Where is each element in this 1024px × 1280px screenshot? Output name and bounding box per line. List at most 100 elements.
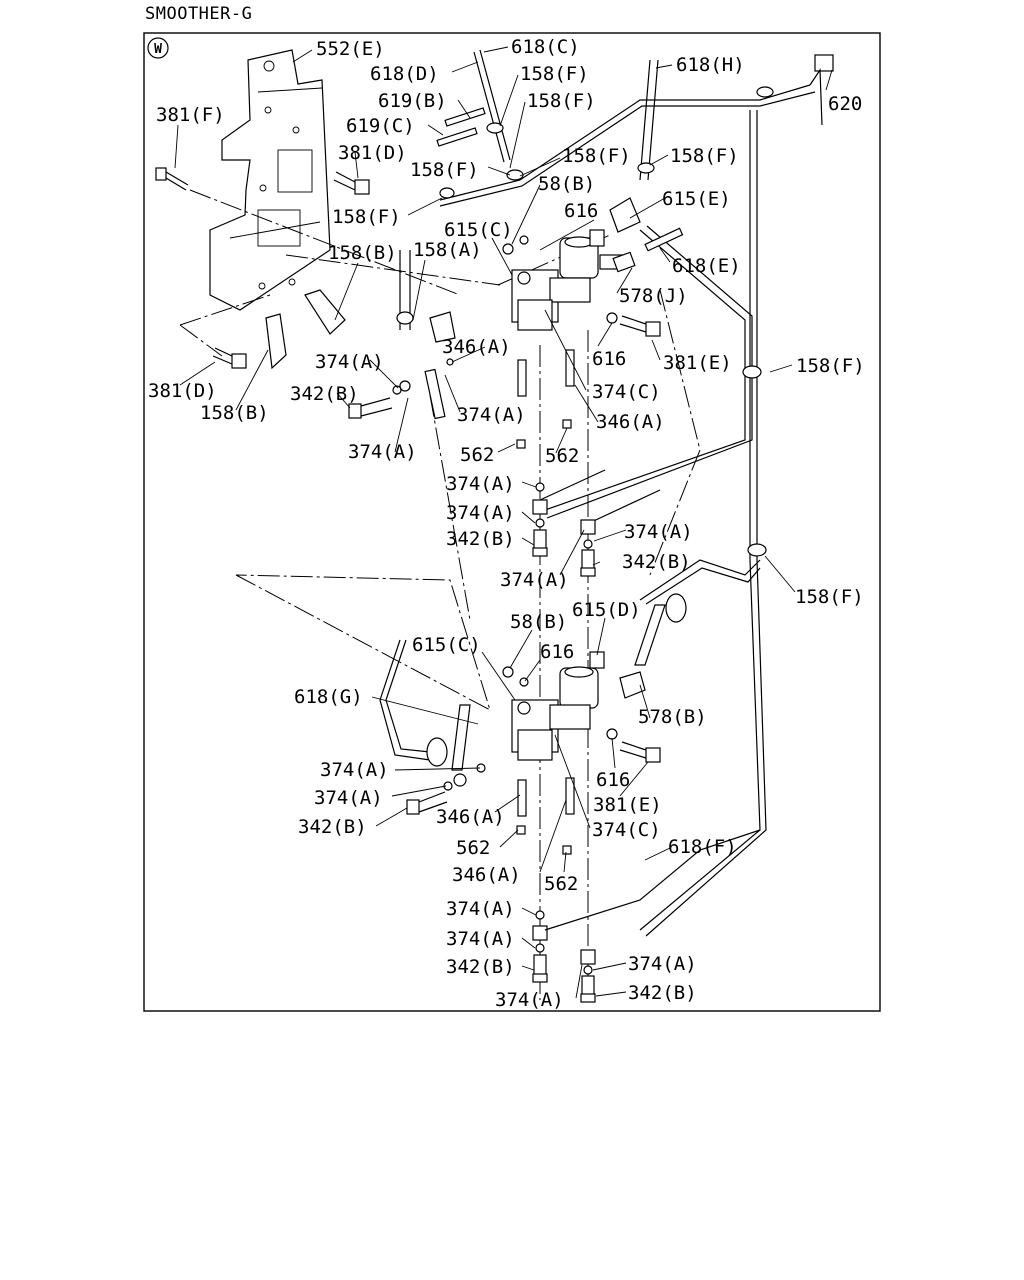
callout-346-a: 346(A) — [596, 411, 665, 433]
callout-374-a: 374(A) — [624, 521, 693, 543]
tube-346-a-lower — [517, 779, 527, 817]
callout-381-d: 381(D) — [338, 142, 407, 164]
bolt-342-b-upper-bottom-right — [580, 549, 596, 577]
callout-158-f: 158(F) — [520, 63, 589, 85]
callout-346-a: 346(A) — [442, 336, 511, 358]
callout-562: 562 — [456, 837, 490, 859]
callout-616: 616 — [596, 769, 630, 791]
bolt-342-b-lower-bottom-left — [532, 954, 548, 983]
callout-618-c: 618(C) — [511, 36, 580, 58]
callout-158-f: 158(F) — [332, 206, 401, 228]
callout-615-d: 615(D) — [572, 599, 641, 621]
callout-58-b: 58(B) — [538, 173, 595, 195]
callout-615-c: 615(C) — [444, 219, 513, 241]
fitting-578-j — [612, 251, 636, 273]
callout-374-a: 374(A) — [320, 759, 389, 781]
tube-578-j — [544, 229, 746, 511]
plug-562-upper-right — [562, 419, 572, 429]
clamp-158-b-1 — [304, 289, 346, 335]
tube-346-a-lower-2 — [565, 777, 575, 815]
view-badge: W — [147, 37, 169, 59]
callout-374-a: 374(A) — [446, 898, 515, 920]
elbow-upper-right — [609, 197, 641, 233]
callout-562: 562 — [545, 445, 579, 467]
spacer-upper-left — [532, 499, 548, 515]
spacer-lower-left — [532, 925, 548, 941]
callout-58-b: 58(B) — [510, 611, 567, 633]
tube-618-g — [379, 639, 431, 761]
callout-562: 562 — [544, 873, 578, 895]
callout-578-j: 578(J) — [619, 285, 688, 307]
callout-342-b: 342(B) — [446, 528, 515, 550]
callout-374-c: 374(C) — [592, 819, 661, 841]
callout-578-b: 578(B) — [638, 706, 707, 728]
callout-618-f: 618(F) — [668, 836, 737, 858]
callout-552-e: 552(E) — [316, 38, 385, 60]
tube-right-long — [639, 110, 761, 931]
callout-374-a: 374(A) — [495, 989, 564, 1011]
callout-342-b: 342(B) — [290, 383, 359, 405]
callout-618-g: 618(G) — [294, 686, 363, 708]
bolt-381-f — [155, 167, 189, 191]
callout-618-e: 618(E) — [672, 255, 741, 277]
tube-618-g-short — [451, 704, 471, 771]
hose-578-b — [639, 559, 761, 601]
callout-381-e: 381(E) — [593, 794, 662, 816]
hose-620 — [439, 84, 811, 201]
plug-562-upper-left — [516, 439, 526, 449]
bolt-381-d-upper — [333, 171, 370, 195]
callout-labels: 552(E) 618(C) 618(D) 158(F) 619(B) 158(F… — [148, 36, 865, 1011]
callout-374-a: 374(A) — [446, 502, 515, 524]
callout-374-a: 374(A) — [315, 351, 384, 373]
clamps-158-f — [396, 86, 774, 557]
bolt-381-e-lower — [619, 741, 661, 763]
callout-616: 616 — [592, 348, 626, 370]
callout-374-a: 374(A) — [314, 787, 383, 809]
tube-346-a-upper — [517, 359, 527, 397]
callout-158-f: 158(F) — [796, 355, 865, 377]
tube-619-b — [444, 107, 486, 127]
callout-618-h: 618(H) — [676, 54, 745, 76]
bolt-381-d-lower — [212, 347, 247, 369]
callout-616: 616 — [540, 641, 574, 663]
callout-619-b: 619(B) — [378, 90, 447, 112]
callout-342-b: 342(B) — [628, 982, 697, 1004]
cap-618-g — [426, 737, 448, 767]
callout-374-a: 374(A) — [457, 404, 526, 426]
callout-158-f: 158(F) — [795, 586, 864, 608]
callout-374-a: 374(A) — [348, 441, 417, 463]
callout-616: 616 — [564, 200, 598, 222]
callout-342-b: 342(B) — [298, 816, 367, 838]
callout-615-e: 615(E) — [662, 188, 731, 210]
callout-374-a: 374(A) — [446, 928, 515, 950]
callout-619-c: 619(C) — [346, 115, 415, 137]
bolt-342-b-upper-left — [348, 397, 393, 419]
callout-620: 620 — [828, 93, 862, 115]
callout-158-f: 158(F) — [562, 145, 631, 167]
clamp-158-a — [429, 311, 456, 343]
callout-346-a: 346(A) — [436, 806, 505, 828]
plug-562-lower-right — [562, 845, 572, 855]
callout-158-b: 158(B) — [328, 242, 397, 264]
callout-381-d: 381(D) — [148, 380, 217, 402]
callout-158-f: 158(F) — [410, 159, 479, 181]
callout-342-b: 342(B) — [446, 956, 515, 978]
bolt-381-e-upper — [619, 315, 661, 337]
callout-346-a: 346(A) — [452, 864, 521, 886]
valve-assembly-upper — [511, 229, 625, 331]
callout-381-f: 381(F) — [156, 104, 225, 126]
tube-619-c — [436, 127, 478, 147]
callout-374-a: 374(A) — [446, 473, 515, 495]
bolt-342-b-lower-bottom-right — [580, 975, 596, 1003]
callout-381-e: 381(E) — [663, 352, 732, 374]
cap-578-b — [665, 593, 687, 623]
plug-562-lower-left — [516, 825, 526, 835]
tube-618-c — [479, 49, 511, 161]
spacer-lower-right — [580, 949, 596, 965]
callout-374-a: 374(A) — [500, 569, 569, 591]
valve-assembly-lower — [511, 651, 646, 761]
leader-lines — [174, 46, 833, 999]
callout-158-a: 158(A) — [413, 239, 482, 261]
callout-562: 562 — [460, 444, 494, 466]
